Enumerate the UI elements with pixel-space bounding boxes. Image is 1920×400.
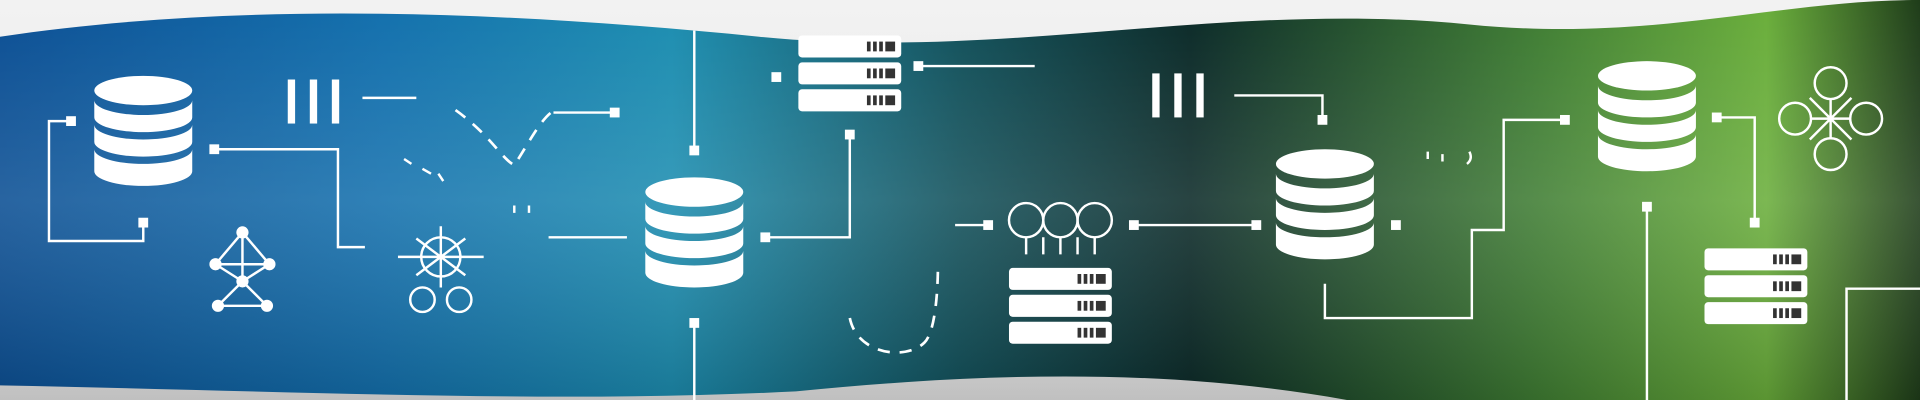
server-rack-icon — [1008, 267, 1112, 344]
server-rack-icon — [798, 35, 902, 112]
connector-nodes — [66, 61, 1760, 328]
node-cluster-icon — [1777, 66, 1884, 172]
server-rack-icon — [1704, 248, 1808, 325]
node-cluster-icon — [1007, 201, 1114, 255]
triangle-network-icon — [209, 226, 276, 312]
node-cluster-icon — [397, 226, 484, 314]
connector-lines — [47, 30, 1920, 400]
